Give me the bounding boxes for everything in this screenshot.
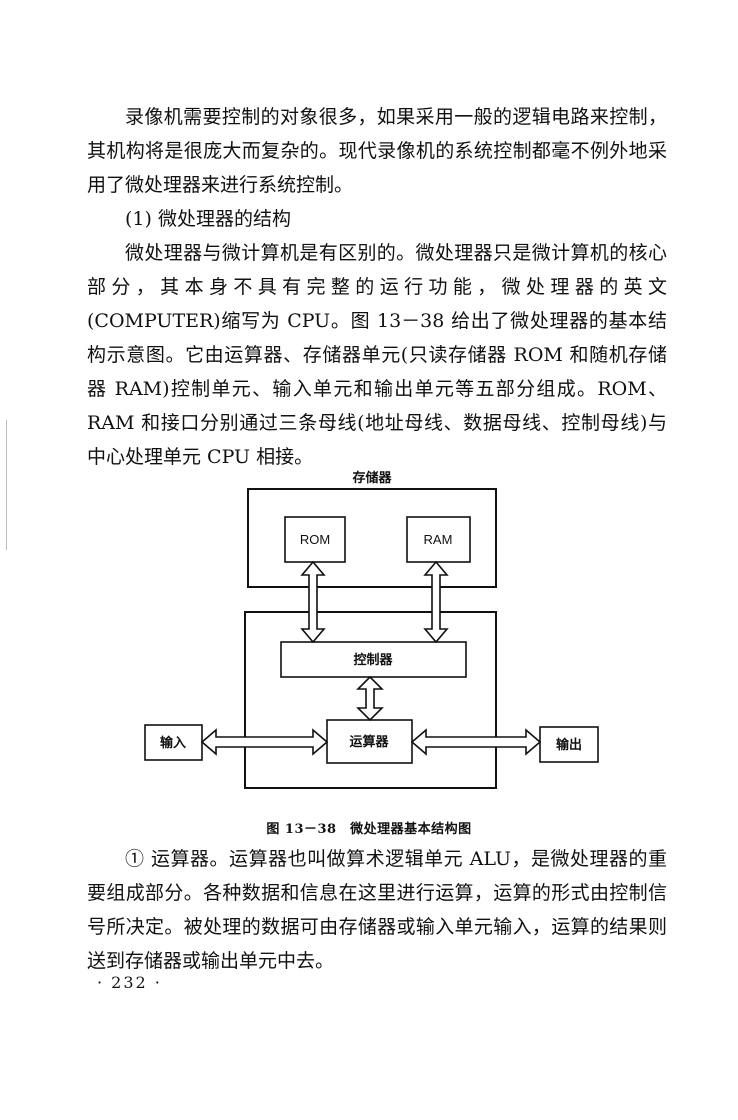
rom-box xyxy=(284,516,346,563)
controller-alu-arrow xyxy=(356,675,384,722)
input-label: 输入 xyxy=(160,735,186,751)
memory-label: 存储器 xyxy=(352,470,392,486)
output-label: 输出 xyxy=(556,737,582,753)
alu-label: 运算器 xyxy=(349,734,389,750)
paragraph-alu: ① 运算器。运算器也叫做算术逻辑单元 ALU，是微处理器的重要组成部分。各种数据… xyxy=(87,848,667,972)
input-box xyxy=(144,724,203,761)
alu-output-arrow xyxy=(410,728,542,756)
page-number: · 232 · xyxy=(97,973,162,992)
paragraph-intro: 录像机需要控制的对象很多，如果采用一般的逻辑电路来控制，其机构将是很庞大而复杂的… xyxy=(87,106,667,196)
cpu-structure-figure: .box { fill: #ffffff; stroke: #111; stro… xyxy=(0,462,738,822)
ram-label: RAM xyxy=(424,532,453,547)
paragraph-structure: 微处理器与微计算机是有区别的。微处理器只是微计算机的核心部分，其本身不具有完整的… xyxy=(87,242,667,468)
controller-label: 控制器 xyxy=(353,652,393,668)
rom-controller-arrow xyxy=(300,560,326,644)
output-box xyxy=(539,726,599,763)
section-heading: (1) 微处理器的结构 xyxy=(125,208,291,230)
scan-edge-line xyxy=(6,420,7,550)
rom-label: ROM xyxy=(300,532,330,547)
cpu-structure-diagram: .box { fill: #ffffff; stroke: #111; stro… xyxy=(144,470,599,789)
input-alu-arrow xyxy=(200,728,329,756)
ram-box xyxy=(406,516,471,563)
alu-box xyxy=(326,719,413,764)
controller-box xyxy=(280,641,467,678)
figure-caption: 图 13－38 微处理器基本结构图 xyxy=(266,822,472,837)
ram-controller-arrow xyxy=(423,560,449,644)
